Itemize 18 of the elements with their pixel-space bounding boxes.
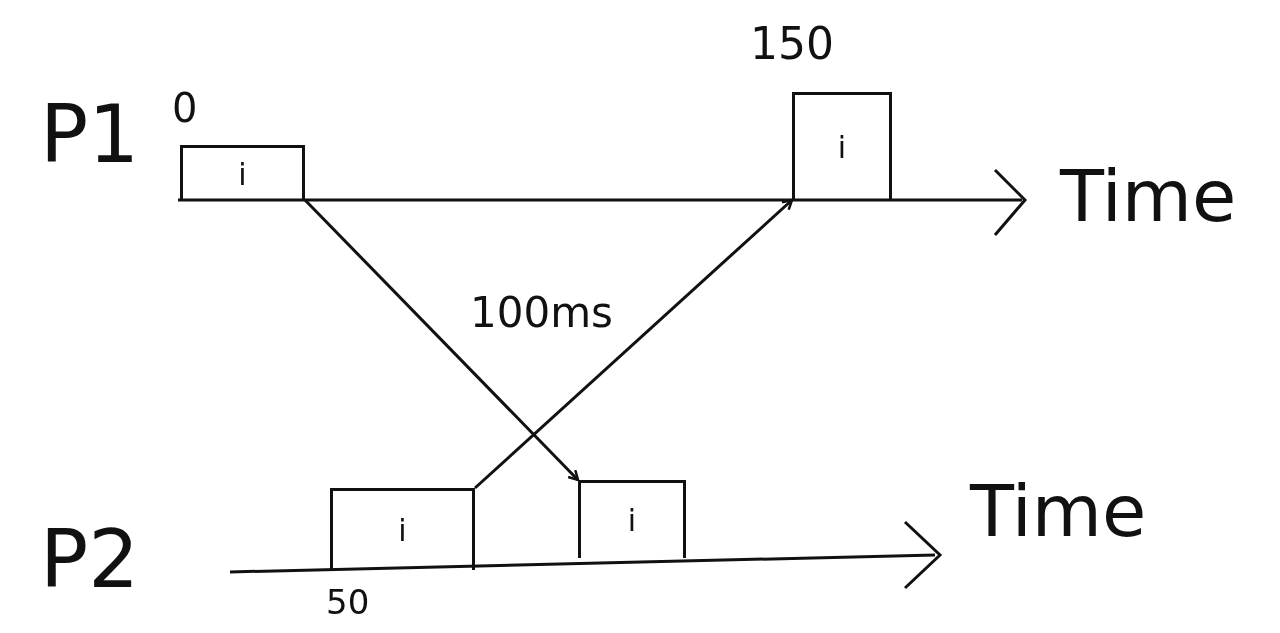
time-value: 150 — [750, 22, 834, 66]
slot-label: i — [837, 130, 847, 165]
delay-label: 100ms — [470, 292, 613, 334]
process-label: P2 — [40, 520, 140, 600]
time-value: 0 — [172, 88, 198, 128]
axis-label: Time — [1060, 160, 1237, 232]
process-label: P1 — [40, 95, 140, 175]
time-slot-box — [578, 480, 686, 558]
slot-label: i — [398, 513, 407, 548]
time-value: 50 — [326, 585, 370, 619]
message-arrow — [303, 198, 580, 482]
message-arrow — [474, 198, 794, 490]
axis-label: Time — [970, 475, 1147, 547]
slot-label: i — [627, 503, 637, 538]
slot-label: i — [238, 156, 247, 192]
time-slot-box — [330, 488, 475, 570]
time-slot-box — [180, 145, 305, 200]
time-slot-box — [792, 92, 892, 200]
